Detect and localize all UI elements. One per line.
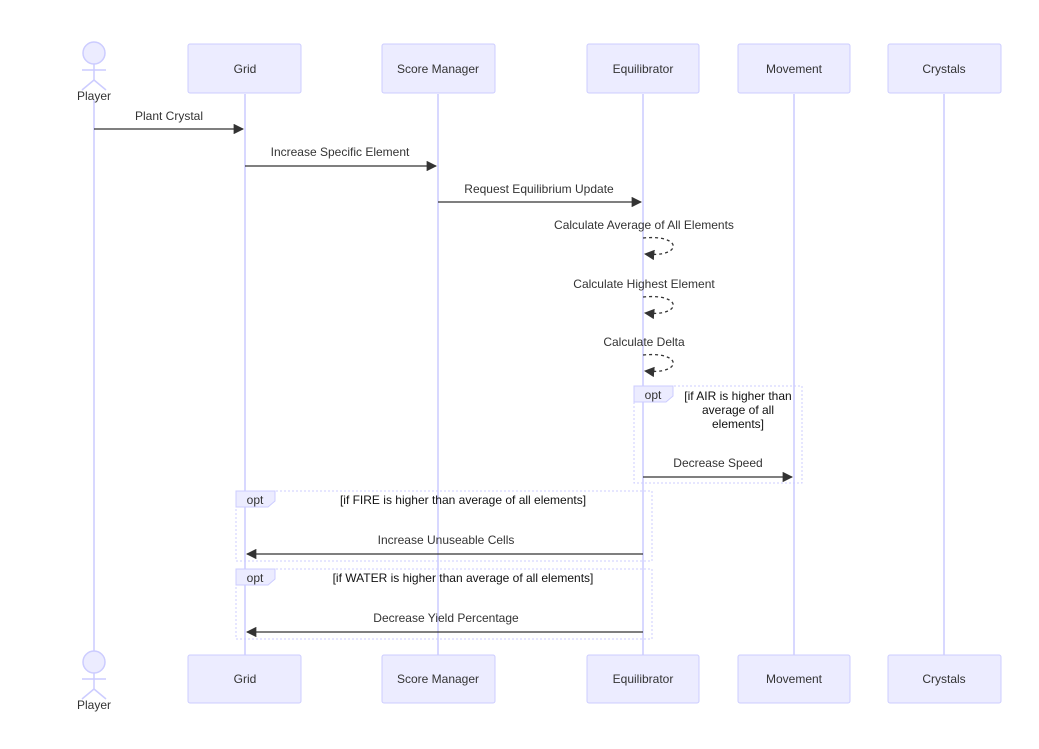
actor-label-movement-top: Movement (766, 62, 823, 76)
actor-label-score-manager-bottom: Score Manager (397, 672, 479, 686)
actor-crystals-top: Crystals (887, 43, 1002, 94)
actor-crystals-bottom: Crystals (887, 654, 1002, 704)
actor-label-player-bottom: Player (77, 698, 111, 712)
actor-label-movement-bottom: Movement (766, 672, 823, 686)
actor-movement-top: Movement (737, 43, 851, 94)
opt-condition-air-line-3: elements] (712, 417, 764, 431)
opt-frame-fire (235, 490, 653, 562)
opt-condition-fire: [if FIRE is higher than average of all e… (340, 493, 586, 507)
actor-equilibrator-top: Equilibrator (586, 43, 700, 94)
opt-condition-air-line-1: [if AIR is higher than (684, 389, 791, 403)
actor-label-grid-top: Grid (234, 62, 257, 76)
message-label-calculate-delta: Calculate Delta (603, 335, 685, 349)
opt-tag-label-fire: opt (247, 493, 264, 507)
opt-condition-air-line-2: average of all (702, 403, 774, 417)
actor-label-player-top: Player (77, 89, 111, 103)
actor-label-crystals-bottom: Crystals (922, 672, 965, 686)
opt-tag-label-water: opt (247, 571, 264, 585)
actor-movement-bottom: Movement (737, 654, 851, 704)
actor-player-bottom: Player (77, 650, 111, 712)
opt-frame-water (235, 568, 653, 640)
opt-tag-label-air: opt (645, 388, 662, 402)
message-label-plant-crystal: Plant Crystal (135, 109, 203, 123)
message-label-increase-unuseable-cells: Increase Unuseable Cells (378, 533, 515, 547)
opt-tag-water (235, 568, 276, 586)
opt-frame-air (633, 385, 803, 484)
message-label-request-equilibrium-update: Request Equilibrium Update (464, 182, 614, 196)
actor-label-score-manager-top: Score Manager (397, 62, 479, 76)
message-label-decrease-yield-percentage: Decrease Yield Percentage (373, 611, 519, 625)
actor-label-equilibrator-top: Equilibrator (613, 62, 674, 76)
actor-score-manager-top: Score Manager (381, 43, 496, 94)
actor-label-crystals-top: Crystals (922, 62, 965, 76)
message-label-increase-specific-element: Increase Specific Element (271, 145, 410, 159)
actor-equilibrator-bottom: Equilibrator (586, 654, 700, 704)
actor-score-manager-bottom: Score Manager (381, 654, 496, 704)
opt-condition-water: [if WATER is higher than average of all … (333, 571, 594, 585)
message-label-calculate-highest: Calculate Highest Element (573, 277, 715, 291)
message-label-decrease-speed: Decrease Speed (673, 456, 762, 470)
opt-tag-air (633, 385, 674, 403)
player-head-icon (82, 650, 106, 674)
message-label-calculate-average: Calculate Average of All Elements (554, 218, 734, 232)
actor-grid-bottom: Grid (187, 654, 302, 704)
actor-label-grid-bottom: Grid (234, 672, 257, 686)
self-arrow-calculate-average (642, 236, 674, 261)
self-arrow-calculate-delta (642, 353, 674, 378)
actor-grid-top: Grid (187, 43, 302, 94)
player-head-icon (82, 41, 106, 65)
opt-tag-fire (235, 490, 276, 508)
actor-label-equilibrator-bottom: Equilibrator (613, 672, 674, 686)
self-arrow-calculate-highest (642, 295, 674, 320)
actor-player-top: Player (77, 41, 111, 103)
